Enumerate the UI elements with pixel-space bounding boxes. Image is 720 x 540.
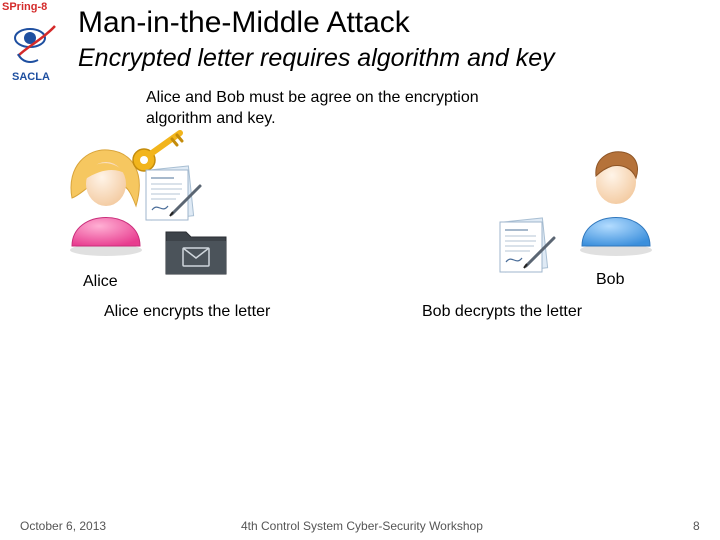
page-number: 8	[693, 519, 700, 533]
female-user-icon	[66, 146, 146, 258]
agreement-note: Alice and Bob must be agree on the encry…	[146, 89, 479, 127]
footer-event: 4th Control System Cyber-Security Worksh…	[241, 519, 483, 533]
bob-caption: Bob decrypts the letter	[422, 303, 583, 320]
alice-caption: Alice encrypts the letter	[104, 303, 271, 320]
spring8-sacla-logo: SPring-8 SACLA	[0, 0, 70, 90]
key-icon	[128, 128, 190, 174]
alice-label: Alice	[83, 273, 118, 290]
male-user-icon	[576, 146, 656, 258]
footer-date: October 6, 2013	[20, 519, 107, 533]
svg-text:SPring-8: SPring-8	[2, 1, 47, 13]
slide-subtitle: Encrypted letter requires algorithm and …	[78, 44, 555, 72]
slide-title: Man-in-the-Middle Attack	[78, 6, 410, 39]
mail-folder-icon	[164, 226, 228, 276]
signed-document-icon	[140, 164, 204, 224]
signed-document-icon	[494, 216, 558, 276]
svg-text:SACLA: SACLA	[12, 71, 50, 83]
bob-label: Bob	[596, 271, 625, 288]
